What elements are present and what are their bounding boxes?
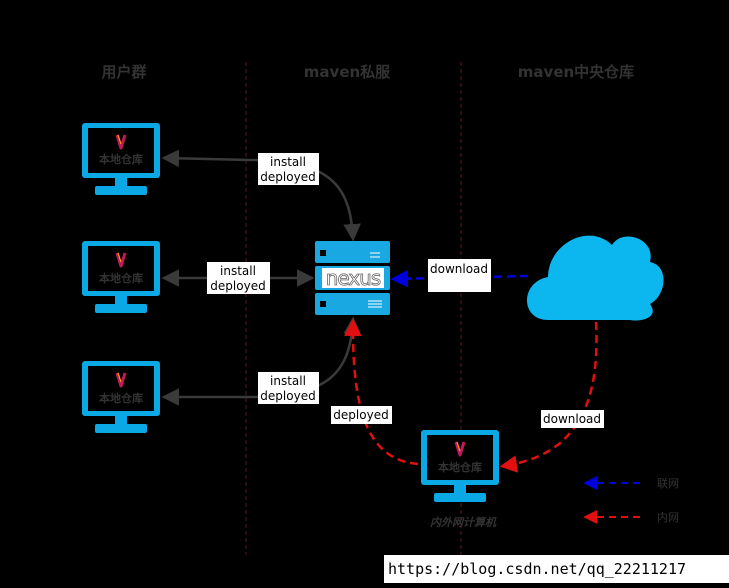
edge-label-intranet-download: download (541, 410, 604, 428)
edge-label-user-2: install deployed (207, 262, 270, 294)
monitor-label: 本地仓库 (99, 152, 143, 166)
nexus-server: nexus (315, 241, 390, 315)
user-monitor-2: 本地仓库 (81, 240, 161, 315)
server-unit-top (315, 241, 390, 263)
nexus-logo: nexus (326, 266, 381, 290)
legend-internet-label: 联网 (657, 477, 679, 490)
column-title-users: 用户群 (101, 63, 146, 81)
user-monitor-1: 本地仓库 (81, 122, 161, 197)
edge-label-install: install (270, 374, 306, 388)
legend-intranet-label: 内网 (657, 510, 679, 524)
edge-label-install: install (270, 155, 306, 169)
column-title-central: maven中央仓库 (518, 63, 634, 81)
intranet-computer-caption: 内外网计算机 (430, 516, 497, 529)
edge-label-deployed: deployed (260, 389, 315, 403)
monitor-label: 本地仓库 (99, 391, 143, 405)
edge-label-central-download: download (428, 259, 491, 292)
edge-label-user-1: install deployed (258, 153, 319, 185)
edge-label-deployed: deployed (210, 279, 265, 293)
edge-label-download: download (430, 262, 488, 276)
intranet-computer: 本地仓库 (420, 429, 500, 504)
monitor-label: 本地仓库 (438, 460, 482, 474)
watermark: https://blog.csdn.net/qq_22211217 (384, 555, 729, 583)
edge-label-download: download (543, 412, 601, 426)
edge-label-intranet-deployed: deployed (331, 406, 392, 424)
user-monitor-3: 本地仓库 (81, 360, 161, 435)
intranet-download-arrow (499, 321, 598, 473)
column-title-nexus: maven私服 (304, 63, 391, 81)
server-unit-bottom (315, 293, 390, 315)
legend: 联网 内网 (583, 476, 679, 524)
watermark-url: https://blog.csdn.net/qq_22211217 (388, 560, 686, 578)
edge-label-user-3: install deployed (258, 372, 319, 404)
edge-label-deployed: deployed (333, 408, 388, 422)
intranet-deploy-arrow (344, 318, 419, 466)
edge-label-install: install (220, 264, 256, 278)
edge-label-deployed: deployed (260, 170, 315, 184)
monitor-label: 本地仓库 (99, 271, 143, 285)
cloud-icon (527, 235, 664, 321)
